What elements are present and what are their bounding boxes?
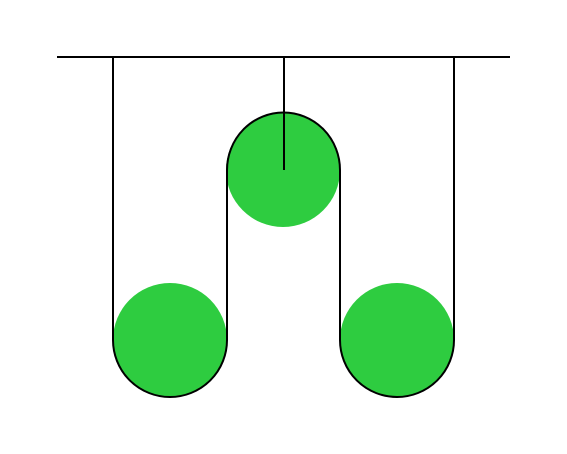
left-lower-pulley [113, 283, 227, 397]
right-lower-pulley [340, 283, 454, 397]
